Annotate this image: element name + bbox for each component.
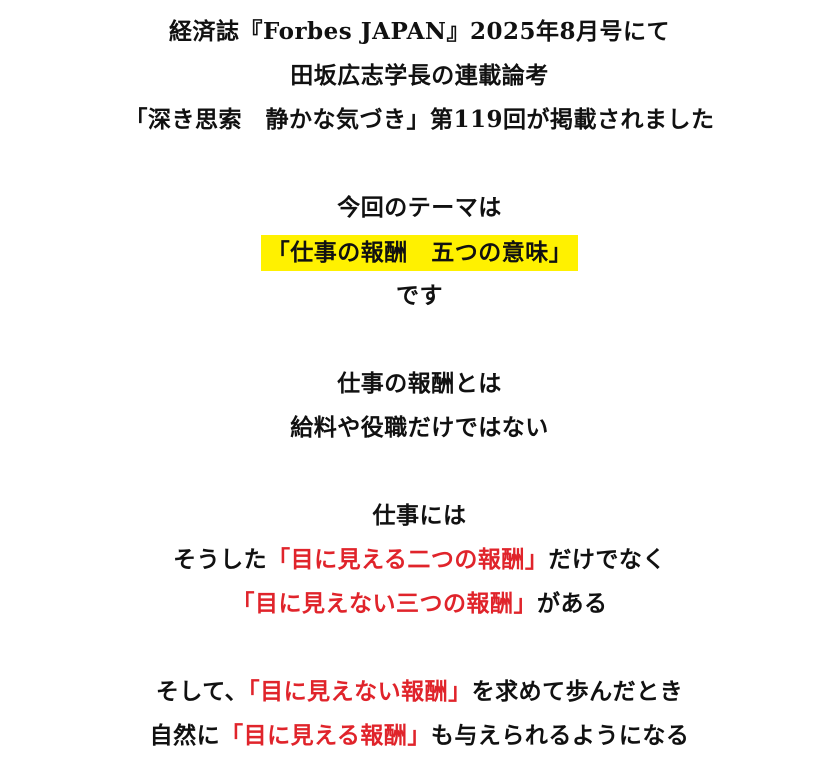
statement-line-1: 仕事の報酬とは [0,362,839,406]
intro-line-1: 経済誌『Forbes JAPAN』2025年8月号にて [0,10,839,54]
statement-line-2: 給料や役職だけではない [0,406,839,450]
theme-highlight: 「仕事の報酬 五つの意味」 [260,235,579,271]
intro-text-1: 経済誌『Forbes JAPAN』2025年8月号にて [169,18,670,45]
rewards-text-3-post: がある [537,590,608,617]
theme-text-3: です [396,282,443,309]
closing-text-1-red: 「目に見えない報酬」 [248,678,472,705]
spacer [0,626,839,670]
intro-line-3: 「深き思索 静かな気づき」第119回が掲載されました [0,98,839,142]
rewards-text-3-red: 「目に見えない三つの報酬」 [231,590,537,617]
closing-text-1-post: を求めて歩んだとき [471,678,684,705]
theme-line-2: 「仕事の報酬 五つの意味」 [0,230,839,274]
spacer [0,450,839,494]
rewards-text-1: 仕事には [372,502,467,529]
closing-line-1: そして、「目に見えない報酬」を求めて歩んだとき [0,670,839,714]
rewards-text-2-red: 「目に見える二つの報酬」 [267,546,549,573]
rewards-line-1: 仕事には [0,494,839,538]
closing-text-2-post: も与えられるようになる [430,722,690,749]
theme-line-1: 今回のテーマは [0,186,839,230]
intro-text-3: 「深き思索 静かな気づき」第119回が掲載されました [124,106,715,133]
closing-text-1-pre: そして、 [155,678,249,705]
theme-text-1: 今回のテーマは [337,194,502,221]
closing-line-2: 自然に「目に見える報酬」も与えられるようになる [0,714,839,758]
spacer [0,318,839,362]
closing-text-2-pre: 自然に [149,722,221,749]
rewards-line-2: そうした「目に見える二つの報酬」だけでなく [0,538,839,582]
statement-text-2: 給料や役職だけではない [290,414,549,441]
spacer [0,142,839,186]
intro-text-2: 田坂広志学長の連載論考 [290,62,549,89]
rewards-text-2-pre: そうした [173,546,268,573]
rewards-text-2-post: だけでなく [548,546,666,573]
intro-line-2: 田坂広志学長の連載論考 [0,54,839,98]
closing-text-2-red: 「目に見える報酬」 [220,722,431,749]
theme-line-3: です [0,274,839,318]
statement-text-1: 仕事の報酬とは [337,370,502,397]
rewards-line-3: 「目に見えない三つの報酬」がある [0,582,839,626]
